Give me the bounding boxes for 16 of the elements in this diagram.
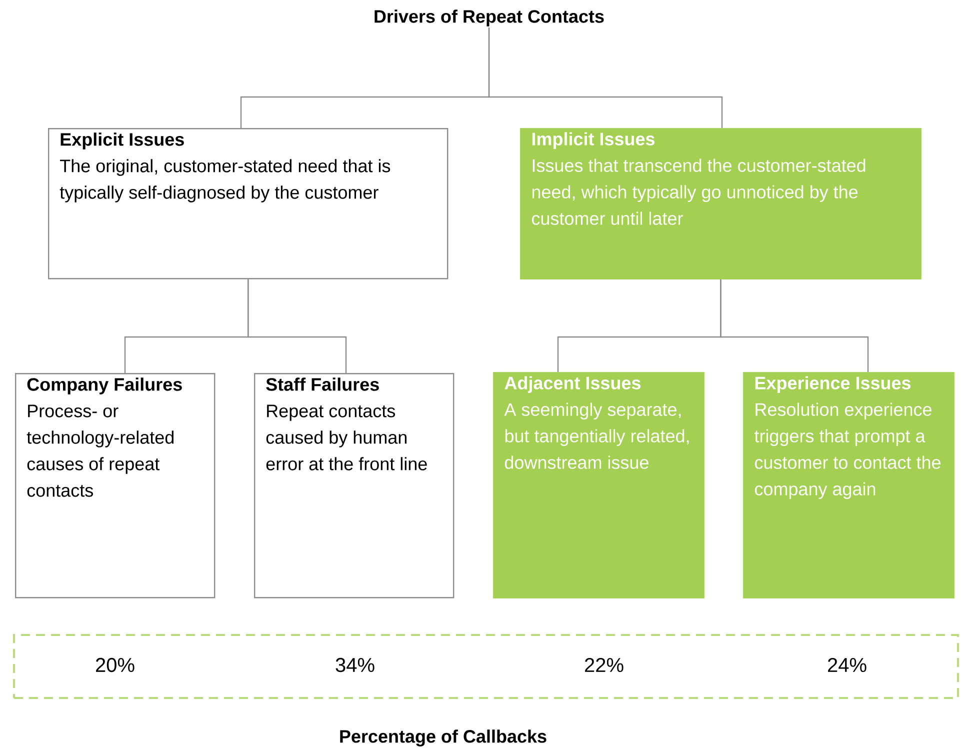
band-caption: Percentage of Callbacks <box>340 730 546 746</box>
connector-line <box>720 279 869 372</box>
percentage-value: 24% <box>828 658 866 672</box>
issue-box: Adjacent Issues A seemingly separate, but tangentially related, downstream issue <box>493 372 704 598</box>
issue-box: Experience Issues Resolution experience triggers that prompt a customer to contact the company again <box>743 372 954 598</box>
connector-line <box>248 279 347 373</box>
percentage-value: 22% <box>585 658 624 672</box>
issue-box: Staff Failures Repeat contacts caused by human error at the front line <box>254 373 454 598</box>
issue-box: Explicit Issues The original, customer-stated need that is typically self-diagnosed by the customer <box>48 128 448 280</box>
issue-box: Company Failures Process- or technology-related causes of repeat contacts <box>15 373 216 598</box>
dashed-band <box>13 634 959 746</box>
percentage-value: 34% <box>336 658 374 672</box>
percentage-value: 20% <box>96 658 134 672</box>
issue-box: Implicit Issues Issues that transcend the customer-stated need, which typically go unnoticed by the customer until later <box>520 128 922 280</box>
connector-line <box>488 28 723 128</box>
title: Drivers of Repeat Contacts <box>374 10 604 26</box>
